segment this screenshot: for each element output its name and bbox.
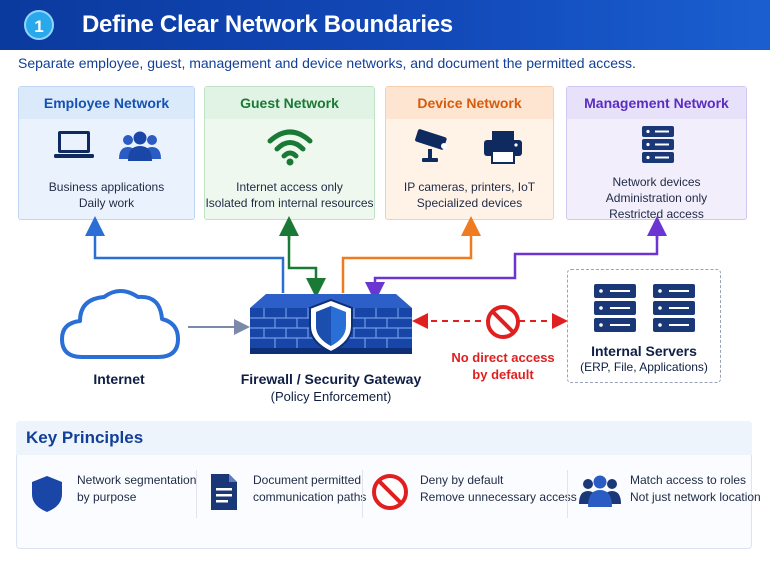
- principle-segmentation: Network segmentation by purpose: [77, 472, 196, 506]
- principle-text-line-2: Not just network location: [630, 490, 761, 504]
- principle-text-line-1: Document permitted: [253, 473, 362, 487]
- principle-text-line-1: Deny by default: [420, 473, 504, 487]
- principle-text-line-2: Remove unnecessary access: [420, 490, 577, 504]
- employee-network-title: Employee Network: [19, 87, 194, 119]
- guest-network-box: Guest Network Internet access only Isola…: [204, 86, 375, 220]
- page-title: Define Clear Network Boundaries: [82, 11, 453, 38]
- employee-connector-arrow: [85, 216, 285, 293]
- principle-deny-default: Deny by default Remove unnecessary acces…: [420, 472, 577, 506]
- principle-text-line-2: by purpose: [77, 490, 137, 504]
- users-icon: [579, 475, 621, 507]
- employee-network-line-2: Daily work: [78, 196, 135, 210]
- device-network-box: Device Network IP cameras, printers, IoT…: [385, 86, 554, 220]
- principle-text-line-1: Match access to roles: [630, 473, 747, 487]
- divider: [567, 470, 568, 518]
- server-icon: [653, 284, 695, 332]
- principle-text-line-2: communication paths: [253, 490, 367, 504]
- page-subtitle: Separate employee, guest, management and…: [18, 55, 636, 71]
- principle-role-access: Match access to roles Not just network l…: [630, 472, 761, 506]
- camera-icon: [415, 129, 447, 162]
- servers-sublabel: (ERP, File, Applications): [580, 360, 708, 374]
- device-connector-arrow: [341, 216, 481, 293]
- device-network-title: Device Network: [386, 87, 553, 119]
- server-icon: [594, 284, 636, 332]
- firewall-label: Firewall / Security Gateway: [240, 371, 422, 387]
- wifi-icon: [267, 129, 313, 166]
- key-principles-title: Key Principles: [26, 428, 144, 447]
- servers-label: Internal Servers: [591, 343, 697, 359]
- principle-documentation: Document permitted communication paths: [253, 472, 366, 506]
- no-access-line-1: No direct access: [451, 350, 555, 365]
- management-network-box: Management Network Network devices Admin…: [566, 86, 747, 221]
- management-network-line-1: Network devices: [612, 175, 701, 189]
- employee-network-box: Employee Network Business applications D…: [18, 86, 195, 220]
- device-network-line-1: IP cameras, printers, IoT: [403, 180, 536, 194]
- guest-network-title: Guest Network: [205, 87, 374, 119]
- no-access-line-2: by default: [472, 367, 534, 382]
- principle-text-line-1: Network segmentation: [77, 473, 197, 487]
- cloud-icon: [60, 289, 180, 359]
- printer-icon: [484, 131, 522, 164]
- header-banner: [0, 0, 770, 50]
- key-principles-header: [16, 421, 752, 455]
- device-network-line-2: Specialized devices: [416, 196, 523, 210]
- server-rack-icon: [642, 126, 674, 163]
- divider: [362, 470, 363, 518]
- firewall-icon: [250, 294, 412, 354]
- document-icon: [211, 474, 237, 510]
- guest-connector-arrow: [279, 216, 326, 298]
- no-entry-icon: [372, 474, 408, 510]
- management-network-line-2: Administration only: [605, 191, 708, 205]
- shield-icon: [32, 476, 62, 512]
- internet-label: Internet: [93, 371, 145, 387]
- guest-network-line-2: Isolated from internal resources: [205, 196, 374, 210]
- step-badge: 1: [24, 10, 54, 40]
- users-icon: [119, 131, 161, 161]
- firewall-sublabel: (Policy Enforcement): [270, 389, 392, 404]
- management-network-title: Management Network: [567, 87, 746, 119]
- guest-network-line-1: Internet access only: [236, 180, 343, 194]
- management-network-line-3: Restricted access: [609, 207, 704, 221]
- management-connector-arrow: [365, 216, 667, 302]
- employee-network-line-1: Business applications: [48, 180, 165, 194]
- divider: [196, 470, 197, 518]
- laptop-icon: [54, 131, 94, 158]
- no-entry-icon: [486, 305, 520, 339]
- internal-servers-group: [567, 269, 721, 383]
